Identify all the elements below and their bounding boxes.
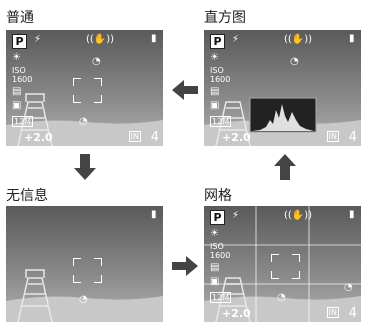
battery-icon: ▮ xyxy=(151,209,157,220)
scene-background xyxy=(204,30,361,146)
self-timer-icon: ◔ xyxy=(344,282,353,293)
self-timer-icon: ◔ xyxy=(92,56,101,67)
self-timer-center-icon: ◔ xyxy=(79,116,88,127)
mode-p-icon: P xyxy=(210,34,225,49)
battery-icon: ▮ xyxy=(349,209,355,220)
arrow-left-icon xyxy=(172,80,198,100)
self-timer-icon: ◔ xyxy=(290,56,299,67)
drive-icon: ▤ xyxy=(210,262,220,273)
af-frame-br xyxy=(292,271,300,279)
scene-background xyxy=(6,206,163,322)
arrow-right-icon xyxy=(172,256,198,276)
shots-remaining: 4 xyxy=(348,306,357,321)
af-frame-tl xyxy=(73,258,81,266)
shots-remaining: 4 xyxy=(348,130,357,145)
metering-icon: ▣ xyxy=(12,100,22,111)
exposure-value: +2.0 xyxy=(222,307,251,320)
panel-title-noinfo: 无信息 xyxy=(6,188,48,204)
arrow-up-icon xyxy=(274,154,296,180)
drive-icon: ▤ xyxy=(210,86,220,97)
panel-title-histogram: 直方图 xyxy=(204,10,246,26)
af-frame-tr xyxy=(94,258,102,266)
self-timer-center-icon: ◔ xyxy=(79,294,88,305)
af-frame-bl xyxy=(73,95,81,103)
image-stabilizer-icon: ((✋)) xyxy=(284,210,313,221)
af-frame-bl xyxy=(73,275,81,283)
panel-title-grid: 网格 xyxy=(204,188,232,204)
wb-sun-icon: ☀ xyxy=(12,52,21,63)
memory-icon: IN xyxy=(326,307,339,318)
memory-icon: IN xyxy=(128,131,141,142)
af-frame-br xyxy=(94,275,102,283)
scene-background xyxy=(6,30,163,146)
af-frame-tl xyxy=(271,254,279,262)
arrow-down-icon xyxy=(74,154,96,180)
wb-sun-icon: ☀ xyxy=(210,228,219,239)
screen-noinfo: ▮ ◔ xyxy=(6,206,163,322)
metering-icon: ▣ xyxy=(210,100,220,111)
shots-remaining: 4 xyxy=(150,130,159,145)
metering-icon: ▣ xyxy=(210,276,220,287)
af-frame-tr xyxy=(94,78,102,86)
scene-background xyxy=(204,206,361,322)
flash-icon: ⚡ xyxy=(34,34,42,45)
exposure-value: +2.0 xyxy=(24,131,53,144)
mode-p-icon: P xyxy=(210,210,225,225)
wb-sun-icon: ☀ xyxy=(210,52,219,63)
af-frame-tr xyxy=(292,254,300,262)
drive-icon: ▤ xyxy=(12,86,22,97)
battery-icon: ▮ xyxy=(349,33,355,44)
mode-p-icon: P xyxy=(12,34,27,49)
af-frame-tl xyxy=(73,78,81,86)
exposure-value: +2.0 xyxy=(222,131,251,144)
image-size-icon: 12M xyxy=(210,116,232,127)
battery-icon: ▮ xyxy=(151,33,157,44)
memory-icon: IN xyxy=(326,131,339,142)
image-stabilizer-icon: ((✋)) xyxy=(284,34,313,45)
flash-icon: ⚡ xyxy=(232,210,240,221)
image-size-icon: 12M xyxy=(210,292,232,303)
af-frame-br xyxy=(94,95,102,103)
image-stabilizer-icon: ((✋)) xyxy=(86,34,115,45)
flash-icon: ⚡ xyxy=(232,34,240,45)
panel-title-normal: 普通 xyxy=(6,10,34,26)
af-frame-bl xyxy=(271,271,279,279)
image-size-icon: 12M xyxy=(12,116,34,127)
self-timer-center-icon: ◔ xyxy=(277,292,286,303)
